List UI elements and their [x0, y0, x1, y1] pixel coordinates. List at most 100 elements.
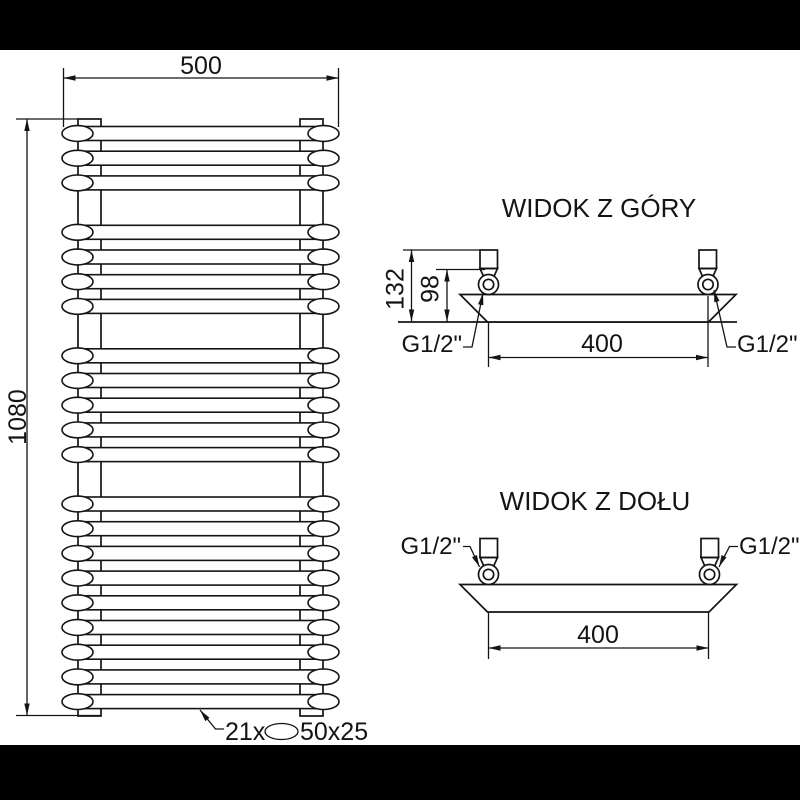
tube-row — [61, 445, 340, 464]
arrowhead-icon — [326, 75, 339, 81]
arrowhead-icon — [488, 354, 501, 361]
top-view: WIDOK Z GÓRY 132 98 400 G1/2" G1/2" — [382, 193, 798, 367]
tube-body — [76, 372, 325, 389]
tube-row — [61, 618, 340, 637]
tube-row — [61, 297, 340, 316]
tube-row — [61, 124, 340, 143]
dim-depth-label: 132 — [382, 268, 410, 310]
tube-body — [76, 669, 325, 685]
arrowhead-icon — [719, 554, 727, 567]
tube-row — [61, 544, 340, 563]
tube-body — [76, 347, 325, 364]
tube-end-right — [307, 594, 340, 612]
bottom-view-title: WIDOK Z DOŁU — [500, 486, 691, 516]
tube-row — [61, 371, 340, 390]
tube-end-right — [307, 223, 340, 242]
tube-end-right — [307, 347, 340, 365]
right-connection-port — [697, 273, 719, 296]
tube-count-label: 21x — [225, 718, 266, 746]
letterbox-top — [0, 0, 800, 50]
tube-end-right — [307, 124, 340, 143]
tube-body — [76, 397, 325, 414]
tube-end-left — [61, 445, 94, 464]
tube-body — [76, 175, 325, 191]
tube-body — [76, 224, 325, 241]
tube-row — [61, 569, 340, 587]
tube-end-right — [307, 297, 340, 316]
tube-row — [61, 594, 340, 612]
oval-tube-symbol-icon — [264, 722, 299, 741]
tube-row — [61, 519, 340, 538]
tube-end-left — [61, 273, 94, 291]
arrowhead-icon — [478, 293, 484, 306]
left-connection-leader — [463, 292, 484, 348]
tube-row — [61, 668, 340, 686]
tube-end-right — [307, 618, 340, 637]
tube-end-right — [307, 371, 340, 390]
left-connection-label-bottom: G1/2" — [400, 533, 461, 560]
tube-row — [61, 421, 340, 439]
arrowhead-icon — [63, 75, 76, 81]
tube-row — [61, 223, 340, 242]
tube-body — [76, 422, 325, 438]
radiator-tubes — [61, 124, 340, 711]
tube-end-right — [307, 445, 340, 464]
tube-end-right — [307, 174, 340, 192]
front-view: 500 1080 21x 50x25 — [4, 52, 368, 746]
tube-end-left — [61, 668, 94, 686]
tube-body — [76, 298, 325, 315]
tube-size-label: 50x25 — [300, 718, 368, 746]
tube-end-left — [61, 692, 94, 711]
tube-row — [61, 495, 340, 513]
arrowhead-icon — [714, 290, 720, 303]
right-connection-label: G1/2" — [737, 331, 798, 358]
tube-body — [76, 273, 325, 290]
dimension-arrowheads — [24, 75, 727, 722]
right-connection-label-bottom: G1/2" — [739, 533, 800, 560]
arrowhead-icon — [200, 710, 210, 722]
tube-body — [76, 125, 325, 142]
tube-end-left — [61, 396, 94, 414]
tube-end-left — [61, 594, 94, 612]
tube-end-right — [307, 149, 340, 167]
arrowhead-icon — [444, 269, 450, 282]
tube-end-left — [61, 347, 94, 365]
tube-end-right — [307, 273, 340, 291]
tube-body — [76, 545, 325, 562]
tube-end-left — [61, 371, 94, 390]
tube-end-left — [61, 569, 94, 587]
tube-end-right — [307, 668, 340, 686]
tube-end-left — [61, 519, 94, 538]
tube-row — [61, 149, 340, 167]
tube-row — [61, 643, 340, 661]
left-connection-label: G1/2" — [401, 331, 462, 358]
dim-axis-depth-label: 98 — [417, 275, 445, 303]
tube-end-left — [61, 495, 94, 513]
tube-end-left — [61, 223, 94, 242]
left-collector-pipe — [77, 118, 102, 717]
dim-spacing-label-bottom: 400 — [577, 621, 619, 649]
tube-end-right — [307, 692, 340, 711]
tube-end-right — [307, 396, 340, 414]
arrowhead-icon — [24, 119, 30, 131]
dim-height-label: 1080 — [4, 389, 32, 445]
tube-end-left — [61, 643, 94, 661]
tube-end-left — [61, 124, 94, 143]
tube-end-left — [61, 149, 94, 167]
top-view-tube-body — [457, 293, 739, 323]
arrowhead-icon — [444, 309, 450, 322]
left-connection-bore — [482, 278, 495, 291]
bottom-view-tube-body — [457, 583, 739, 613]
tube-body — [76, 570, 325, 586]
tube-end-left — [61, 544, 94, 563]
tube-end-right — [307, 569, 340, 587]
left-connection-port-bottom — [477, 563, 500, 586]
arrowhead-icon — [408, 309, 415, 322]
tube-body — [76, 446, 325, 463]
tube-row — [61, 692, 340, 711]
right-connection-bore — [701, 278, 715, 291]
tube-body — [76, 496, 325, 512]
right-connection-bore-bottom — [703, 568, 716, 581]
tube-end-right — [307, 643, 340, 661]
